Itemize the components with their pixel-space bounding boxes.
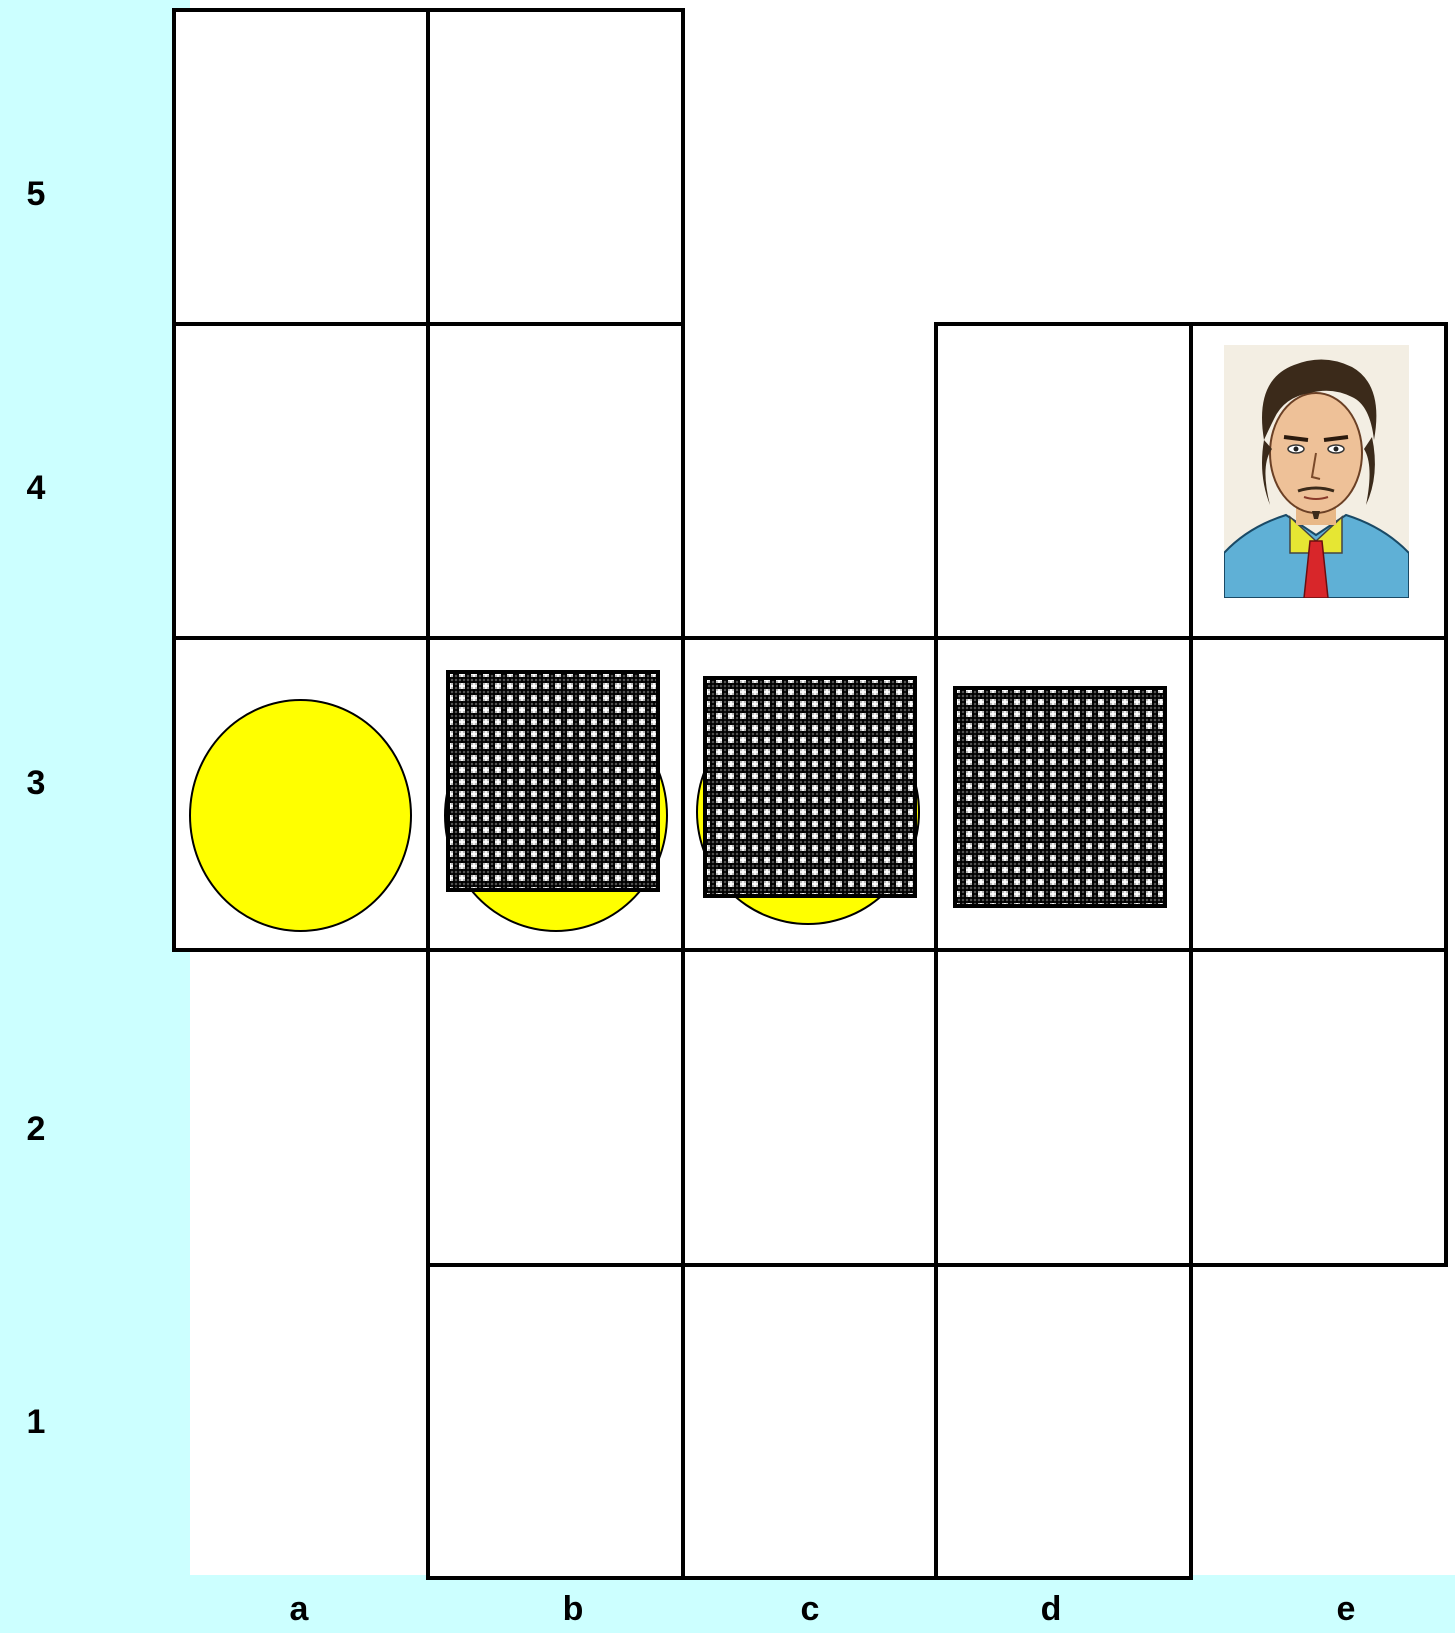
file-label-b: b bbox=[543, 1589, 603, 1629]
file-label-c: c bbox=[780, 1589, 840, 1629]
rank-label-band bbox=[0, 0, 190, 1633]
square-d1[interactable] bbox=[934, 1263, 1193, 1580]
square-b5[interactable] bbox=[426, 8, 685, 326]
square-d4[interactable] bbox=[934, 322, 1193, 640]
file-label-d: d bbox=[1021, 1589, 1081, 1629]
square-e3[interactable] bbox=[1189, 636, 1448, 952]
man-portrait-icon[interactable] bbox=[1224, 345, 1409, 598]
square-b2[interactable] bbox=[426, 948, 685, 1267]
rank-label-5: 5 bbox=[6, 174, 66, 214]
square-b1[interactable] bbox=[426, 1263, 685, 1580]
square-a4[interactable] bbox=[172, 322, 430, 640]
rank-label-1: 1 bbox=[6, 1402, 66, 1442]
square-c2[interactable] bbox=[681, 948, 938, 1267]
crate-icon[interactable] bbox=[953, 686, 1167, 908]
crate-icon[interactable] bbox=[446, 670, 660, 892]
file-label-band bbox=[0, 1575, 1455, 1633]
square-b4[interactable] bbox=[426, 322, 685, 640]
file-label-e: e bbox=[1316, 1589, 1376, 1629]
rank-label-3: 3 bbox=[6, 763, 66, 803]
square-a5[interactable] bbox=[172, 8, 430, 326]
crate-icon[interactable] bbox=[703, 676, 917, 898]
square-e2[interactable] bbox=[1189, 948, 1448, 1267]
goal-icon bbox=[189, 699, 412, 932]
rank-label-2: 2 bbox=[6, 1109, 66, 1149]
square-c1[interactable] bbox=[681, 1263, 938, 1580]
square-d2[interactable] bbox=[934, 948, 1193, 1267]
file-label-a: a bbox=[269, 1589, 329, 1629]
rank-label-4: 4 bbox=[6, 468, 66, 508]
